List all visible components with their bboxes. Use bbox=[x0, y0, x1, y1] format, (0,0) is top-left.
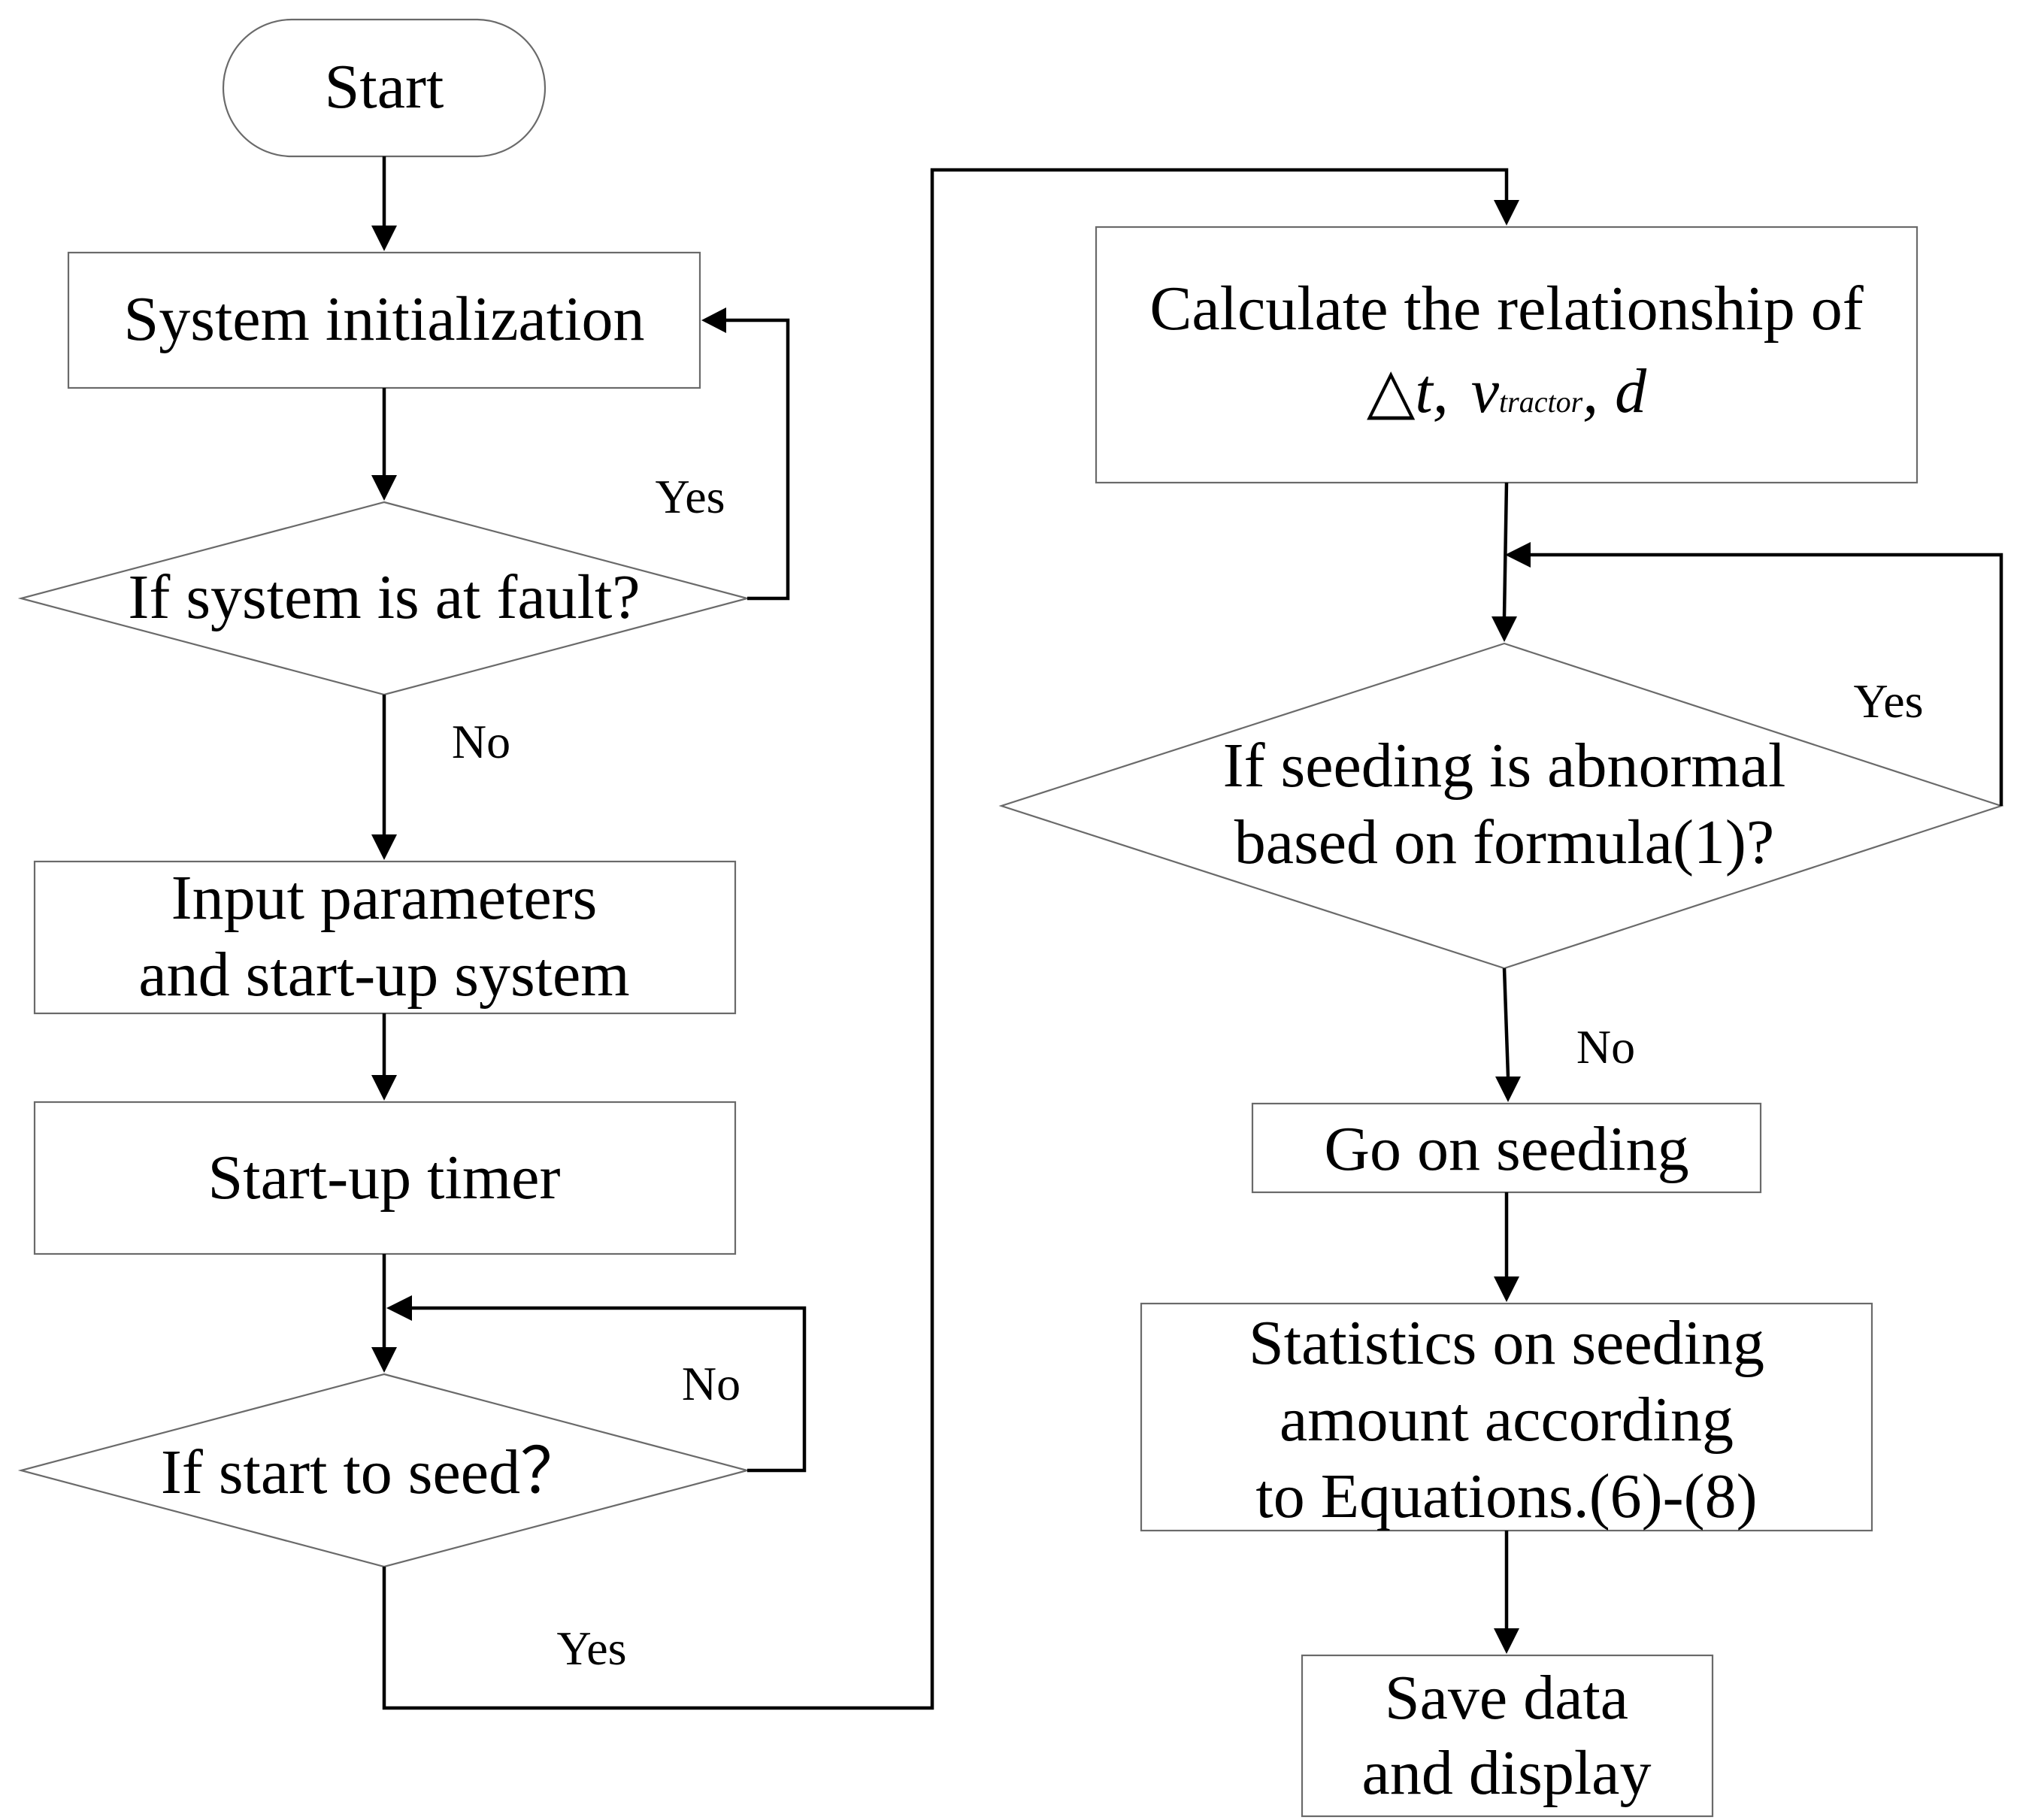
input-params-line1: Input parameters bbox=[171, 863, 598, 933]
go-on-seeding-box: Go on seeding bbox=[1251, 1102, 1762, 1194]
statistics-line1: Statistics on seeding bbox=[1249, 1308, 1764, 1378]
seed-yes-label: Yes bbox=[556, 1622, 626, 1675]
arrow-calc-to-abnormal bbox=[1502, 482, 1509, 617]
abnormal-line1: If seeding is abnormal bbox=[1223, 731, 1786, 801]
arrowhead bbox=[371, 834, 397, 860]
fault-decision-label: If system is at fault? bbox=[128, 562, 640, 632]
arrowhead bbox=[701, 307, 726, 333]
statistics-box: Statistics on seeding amount according t… bbox=[1140, 1302, 1873, 1532]
arrow-fault-yes-loop bbox=[726, 318, 790, 601]
v-symbol: v bbox=[1471, 356, 1500, 426]
arrowhead bbox=[371, 1075, 397, 1101]
v-subscript: tractor bbox=[1499, 385, 1583, 419]
start-label: Start bbox=[325, 52, 444, 122]
save-line2: and display bbox=[1362, 1738, 1652, 1808]
arrowhead bbox=[1494, 200, 1519, 226]
system-init-box: System initialization bbox=[67, 251, 701, 389]
fault-yes-label: Yes bbox=[655, 470, 725, 523]
seed-decision: If start to seed？ bbox=[17, 1373, 751, 1568]
arrowhead bbox=[371, 226, 397, 251]
arrow-seed-no-loop bbox=[412, 1306, 807, 1473]
save-box: Save data and display bbox=[1301, 1654, 1714, 1818]
arrowhead bbox=[371, 1347, 397, 1373]
calculate-box: Calculate the relationship of △t, vtracto… bbox=[1095, 226, 1919, 484]
abnormal-yes-label: Yes bbox=[1853, 674, 1923, 728]
abnormal-line2: based on formula(1)? bbox=[1234, 807, 1774, 877]
input-params-box: Input parameters and start-up system bbox=[33, 860, 737, 1015]
system-init-label: System initialization bbox=[124, 284, 645, 354]
startup-timer-label: Start-up timer bbox=[208, 1143, 561, 1213]
calc-comma: , bbox=[1582, 356, 1598, 426]
d-symbol: d bbox=[1615, 356, 1647, 426]
arrowhead bbox=[1505, 542, 1531, 568]
fault-decision: If system is at fault? bbox=[17, 501, 751, 696]
delta-t-symbol: △t, bbox=[1367, 356, 1449, 426]
arrowhead bbox=[371, 475, 397, 501]
calculate-line1: Calculate the relationship of bbox=[1149, 274, 1863, 344]
seed-decision-label: If start to seed？ bbox=[161, 1437, 583, 1507]
save-line1: Save data bbox=[1385, 1663, 1628, 1733]
fault-no-label: No bbox=[452, 715, 510, 768]
start-terminator: Start bbox=[222, 18, 547, 158]
abnormal-no-label: No bbox=[1576, 1020, 1635, 1074]
startup-timer-box: Start-up timer bbox=[33, 1101, 737, 1255]
arrow-seed-yes bbox=[382, 168, 1509, 1710]
arrowhead bbox=[1495, 1077, 1521, 1102]
seed-no-label: No bbox=[682, 1357, 740, 1410]
arrowhead bbox=[1494, 1276, 1519, 1302]
statistics-line3: to Equations.(6)-(8) bbox=[1255, 1461, 1757, 1531]
input-params-line2: and start-up system bbox=[138, 940, 629, 1010]
go-on-seeding-label: Go on seeding bbox=[1324, 1114, 1688, 1184]
arrowhead bbox=[386, 1295, 412, 1321]
arrowhead bbox=[1492, 616, 1517, 642]
arrow-abnormal-no bbox=[1502, 968, 1510, 1077]
statistics-line2: amount according bbox=[1280, 1385, 1734, 1455]
calculate-line2: △t, vtractor,d bbox=[1367, 356, 1647, 426]
arrow-abnormal-yes-loop bbox=[1531, 553, 2003, 806]
arrowhead bbox=[1494, 1628, 1519, 1654]
abnormal-decision: If seeding is abnormal based on formula(… bbox=[998, 642, 2004, 970]
